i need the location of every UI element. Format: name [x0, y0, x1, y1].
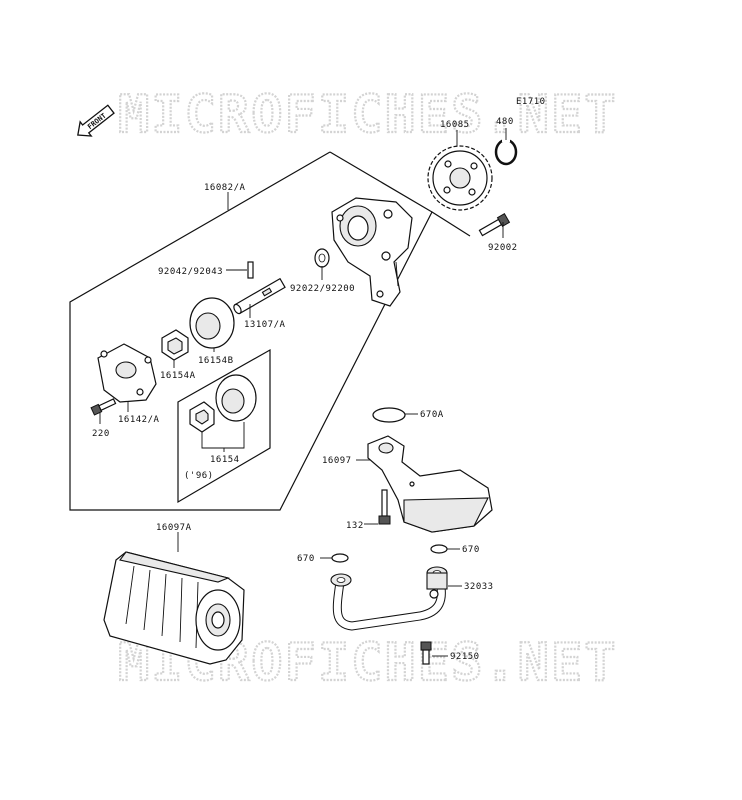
- label-132: 132: [346, 521, 364, 531]
- oring-670-right: [430, 544, 448, 554]
- diagram-code: E1710: [516, 97, 546, 107]
- assembly-frame: [69, 151, 471, 511]
- oil-filter: [103, 551, 245, 665]
- oring-670A: [372, 407, 406, 423]
- pump-cover-plate: [97, 343, 157, 403]
- label-92150: 92150: [450, 652, 480, 662]
- label-92042-92043: 92042/92043: [158, 267, 223, 277]
- label-16085: 16085: [440, 120, 470, 130]
- rotor-set-16154: [189, 374, 257, 433]
- label-16154B: 16154B: [198, 356, 234, 366]
- inner-rotor-16154A: [161, 329, 189, 361]
- label-16154A: 16154A: [160, 371, 196, 381]
- label-480: 480: [496, 117, 514, 127]
- label-670A: 670A: [420, 410, 444, 420]
- rotor-set-frame: [177, 348, 271, 504]
- label-92022-92200: 92022/92200: [290, 284, 355, 294]
- label-670-left: 670: [297, 554, 315, 564]
- label-16154: 16154: [210, 455, 240, 465]
- label-92002: 92002: [488, 243, 518, 253]
- label-16082-A: 16082/A: [204, 183, 246, 193]
- pump-shaft: [233, 277, 286, 315]
- oil-pump-body: [331, 197, 413, 307]
- sprocket-gear: [427, 145, 493, 211]
- oil-pipe: [330, 566, 448, 631]
- label-670-right: 670: [462, 545, 480, 555]
- bolt-92002: [478, 212, 511, 237]
- label-13107-A: 13107/A: [244, 320, 286, 330]
- oring-670-left: [331, 553, 349, 563]
- circlip-ring: [494, 138, 518, 166]
- dowel-pin: [247, 261, 254, 279]
- label-32033: 32033: [464, 582, 494, 592]
- watermark-top: MICROFICHES.NET: [118, 85, 618, 145]
- front-arrow-icon: FRONT: [77, 104, 115, 137]
- label-16097: 16097: [322, 456, 352, 466]
- label-220: 220: [92, 429, 110, 439]
- strainer-bolt-132: [378, 489, 391, 525]
- oil-strainer: [367, 435, 493, 533]
- pipe-bolt-92150: [420, 641, 432, 665]
- label-16097A: 16097A: [156, 523, 192, 533]
- cover-bolt-220: [90, 398, 117, 416]
- label-16142-A: 16142/A: [118, 415, 160, 425]
- outer-rotor-16154B: [189, 297, 235, 349]
- label-96-note: ('96): [184, 471, 214, 481]
